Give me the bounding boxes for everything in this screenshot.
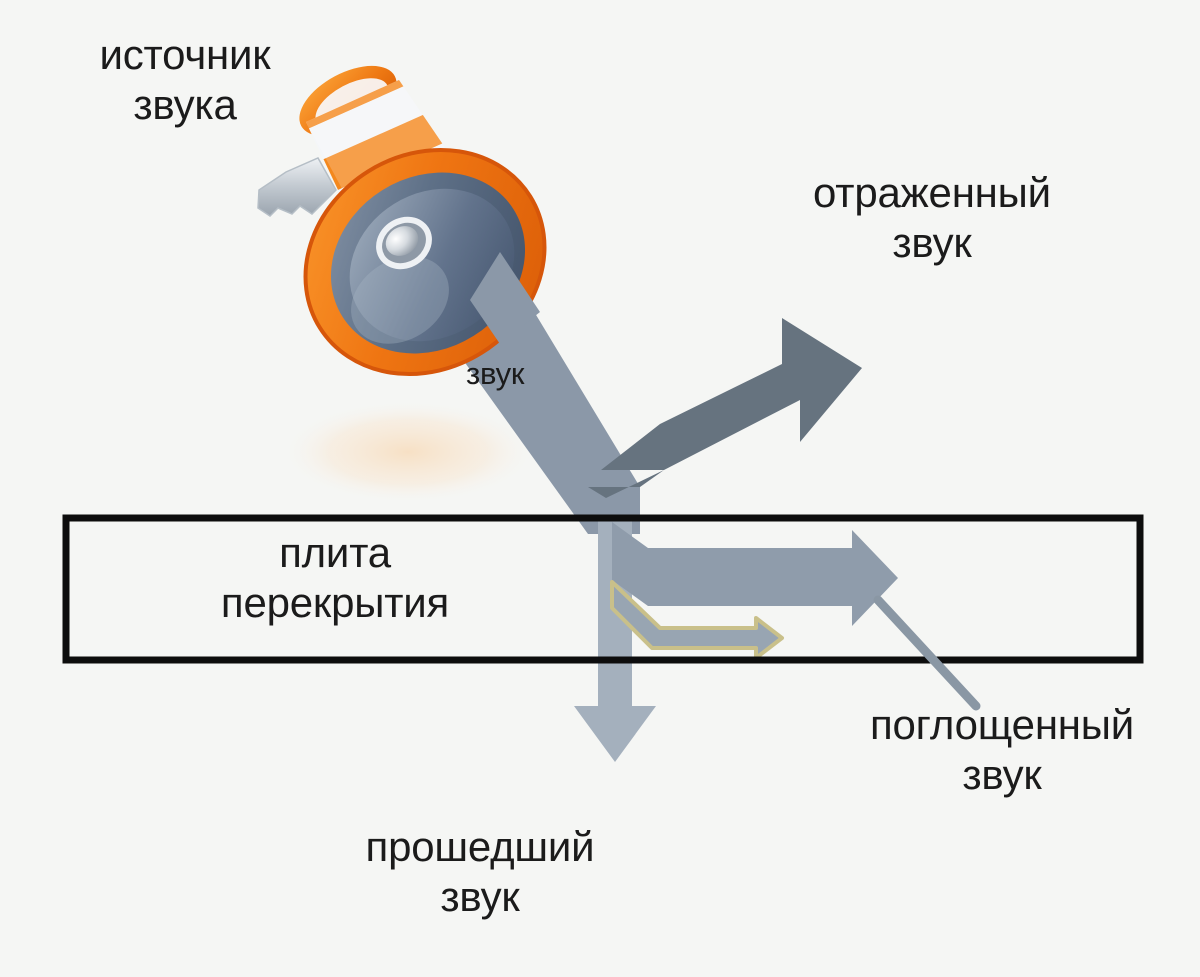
megaphone-neck <box>470 252 540 344</box>
label-floor-slab: плита перекрытия <box>220 529 450 626</box>
label-incident-sound: звук <box>466 356 525 391</box>
megaphone-handle <box>257 157 337 217</box>
floor-slab-rect <box>62 514 1144 664</box>
label-transmitted-sound: прошедший звук <box>365 823 595 920</box>
label-reflected-sound: отраженный звук <box>813 169 1051 266</box>
sound-source-megaphone <box>257 65 547 377</box>
absorbed-sound-arrow-small <box>610 580 784 660</box>
label-sound-source: источник звука <box>99 31 271 128</box>
reflected-sound-arrow <box>588 318 862 498</box>
megaphone-driver-icon <box>376 216 432 270</box>
absorbed-sound-arrow-large <box>612 522 898 626</box>
absorbed-leader-line <box>873 595 981 711</box>
megaphone-shadow <box>280 400 536 504</box>
label-absorbed-sound: поглощенный звук <box>869 701 1135 798</box>
transmitted-sound-arrow <box>574 520 656 762</box>
